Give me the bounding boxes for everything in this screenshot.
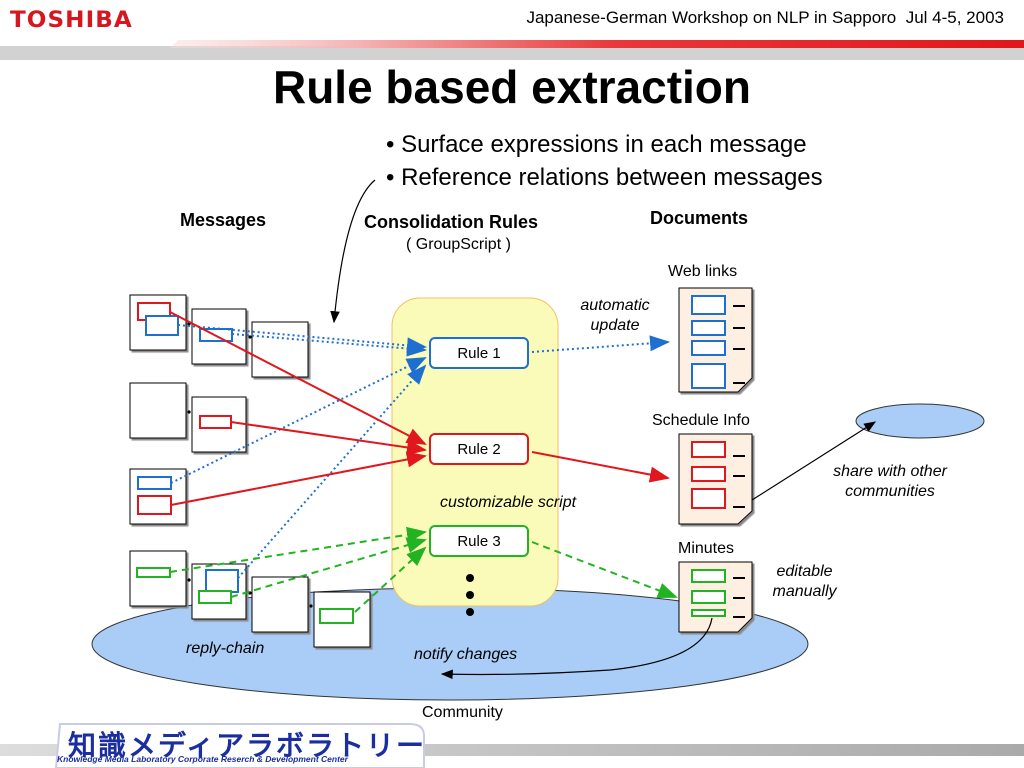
rules-header: Consolidation Rules: [364, 212, 539, 232]
schedule-info-label: Schedule Info: [652, 412, 750, 429]
reply-chain-label: reply-chain: [186, 640, 265, 657]
editable-manually-note: editable manually: [772, 563, 837, 600]
rule-2-box: Rule 2: [429, 433, 529, 465]
header-red-band: [0, 40, 1024, 48]
rules-subheader: ( GroupScript ): [406, 236, 511, 253]
bullet-surface-expressions: • Surface expressions in each message: [386, 131, 807, 158]
conference-title: Japanese-German Workshop on NLP in Sappo…: [526, 8, 1004, 27]
blue-arrows: [170, 324, 670, 579]
community-label: Community: [422, 704, 503, 721]
red-arrows: [169, 311, 670, 506]
header-gray-band: [0, 46, 1024, 60]
lab-name-english: Knowledge Media Laboratory Corporate Res…: [57, 754, 348, 764]
documents-header: Documents: [650, 208, 749, 228]
rule-1-box: Rule 1: [429, 337, 529, 369]
bullet-reference-relations: • Reference relations between messages: [386, 164, 823, 191]
share-communities-note: share with other communities: [833, 463, 947, 500]
green-highlight: [319, 608, 354, 624]
message-card: [129, 550, 187, 607]
messages-header: Messages: [180, 210, 267, 230]
toshiba-logo: TOSHIBA: [10, 8, 133, 33]
bullet-list: • Surface expressions in each message • …: [386, 128, 823, 194]
slide-title: Rule based extraction: [272, 61, 752, 113]
green-arrows: [169, 526, 678, 613]
other-community-ellipse: [855, 403, 985, 439]
automatic-update-note: automatic update: [580, 297, 650, 334]
lab-name-japanese: 知識メディアラボラトリー: [68, 729, 427, 762]
annotation-arrows: [330, 179, 877, 680]
customizable-script-note: customizable script: [440, 494, 577, 511]
message-card: [251, 576, 309, 633]
message-card: [129, 382, 187, 439]
rule-3-box: Rule 3: [429, 525, 529, 557]
green-highlight: [136, 567, 171, 578]
web-links-label: Web links: [668, 263, 738, 280]
more-rules-ellipsis: [466, 574, 474, 616]
notify-changes-label: notify changes: [414, 646, 518, 663]
minutes-label: Minutes: [678, 540, 735, 557]
